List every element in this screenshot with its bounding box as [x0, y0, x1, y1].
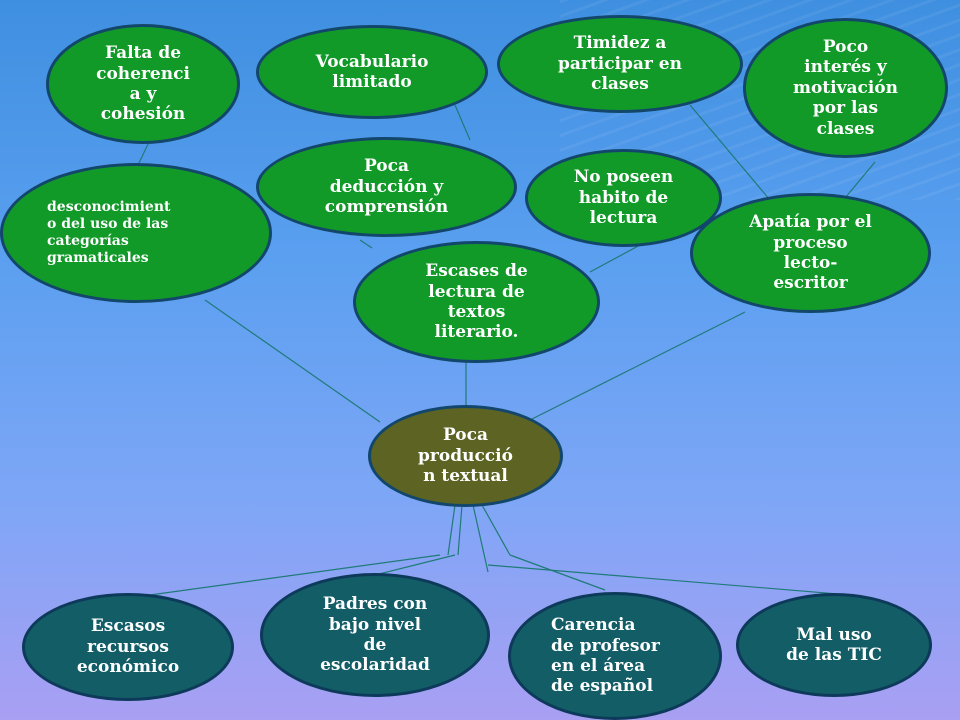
connector-nohabito-escases	[589, 244, 641, 273]
connector-deduccion-escases	[359, 239, 373, 249]
connector-interes-apatia	[844, 161, 876, 199]
effect-falta-coherencia: Falta de coherenci a y cohesión	[46, 24, 240, 144]
effect-timidez: Timidez a participar en clases	[497, 15, 743, 113]
connector-core-c	[472, 504, 489, 573]
connector-vocabulario-escases	[454, 104, 471, 141]
connector-hub-mal-uso	[487, 564, 851, 596]
connector-desconocimiento-core	[204, 299, 381, 423]
connector-timidez-apatia	[689, 104, 771, 201]
cause-padres-bajo-nivel: Padres con bajo nivel de escolaridad	[260, 573, 490, 697]
connector-core-b	[457, 504, 463, 556]
cause-mal-uso-tic: Mal uso de las TIC	[736, 593, 932, 697]
cause-carencia-profesor: Carencia de profesor en el área de españ…	[508, 592, 722, 720]
connector-hub-padres	[374, 554, 456, 576]
connector-falta-desconocimiento	[137, 139, 151, 166]
connector-core-d	[481, 504, 511, 556]
effect-escases-lectura: Escases de lectura de textos literario.	[353, 241, 600, 363]
effect-apatia: Apatía por el proceso lecto- escritor	[690, 193, 931, 313]
connector-hub-carencia	[509, 554, 606, 591]
effect-no-habito: No poseen habito de lectura	[525, 149, 722, 247]
core-problem: Poca producció n textual	[368, 405, 563, 507]
effect-desconocimiento: desconocimient o del uso de las categorí…	[0, 163, 272, 303]
effect-poco-interes: Poco interés y motivación por las clases	[743, 18, 948, 158]
connector-core-a	[447, 504, 456, 556]
connector-apatia-core	[529, 311, 746, 421]
cause-escasos-recursos: Escasos recursos económico	[22, 593, 234, 701]
effect-poca-deduccion: Poca deducción y comprensión	[256, 137, 517, 237]
effect-vocabulario-limitado: Vocabulario limitado	[256, 25, 488, 119]
connector-hub-escasos	[149, 554, 441, 596]
